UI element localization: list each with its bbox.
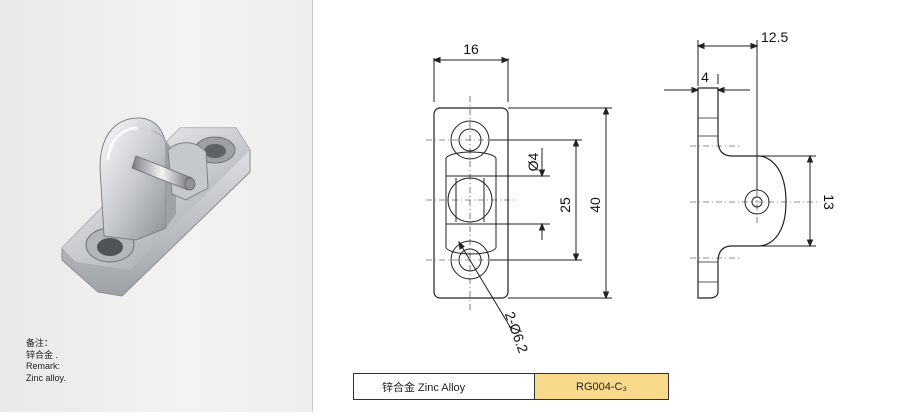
top-hole-outer [450, 120, 490, 160]
panel-divider [312, 0, 313, 412]
side-view-outline [697, 87, 787, 299]
front-view-recess [445, 151, 497, 255]
product-photo [61, 117, 251, 297]
dim-hole-callout: 2-Ø6.2 [502, 309, 532, 355]
dim-front-width: 16 [463, 41, 479, 57]
material-cell: 锌合金 Zinc Alloy [354, 374, 535, 399]
spec-table: 锌合金 Zinc Alloy RG004-C₃ [353, 373, 669, 400]
front-view-outline [433, 107, 509, 299]
dim-boss-height: 13 [821, 194, 837, 210]
dim-total-depth: 12.5 [761, 29, 788, 45]
dim-hole-spacing: 25 [557, 197, 573, 213]
note-label-cn: 备注： [26, 338, 54, 348]
material-cn: 锌合金 . [26, 349, 59, 360]
dim-total-length: 40 [587, 197, 603, 213]
dim-pin-diameter: Ø4 [525, 152, 541, 171]
remark-label: Remark: [26, 361, 61, 371]
product-photo-panel: 备注： 锌合金 . Remark: Zinc alloy. [0, 0, 312, 412]
part-code-cell: RG004-C₃ [535, 374, 668, 399]
material-en: Zinc alloy. [26, 372, 66, 383]
technical-drawing: 16 12.5 4 Ø4 25 40 2-Ø6.2 13 [426, 29, 837, 355]
dim-plate-thickness: 4 [701, 69, 709, 85]
notes-block: 备注： 锌合金 . Remark: Zinc alloy. [26, 338, 66, 384]
